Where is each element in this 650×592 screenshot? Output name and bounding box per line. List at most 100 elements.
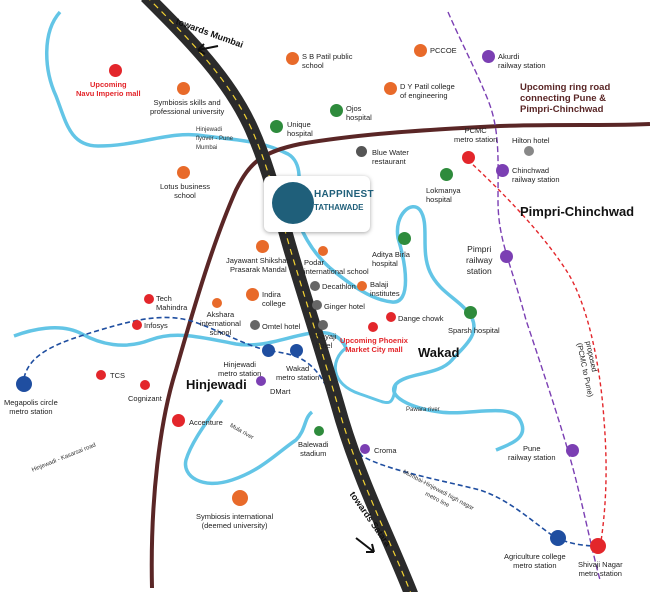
label-omtel: Omtel hotel (262, 322, 301, 331)
store-icon[interactable] (310, 281, 320, 291)
education-icon[interactable] (246, 288, 259, 301)
education-icon[interactable] (232, 490, 248, 506)
education-icon[interactable] (177, 82, 190, 95)
office-icon[interactable] (140, 380, 150, 390)
label-infosys: Infosys (144, 321, 168, 330)
education-icon[interactable] (318, 246, 328, 256)
education-icon[interactable] (177, 166, 190, 179)
metro-line-blue (23, 316, 603, 547)
river-top (45, 10, 301, 203)
office-icon[interactable] (172, 414, 185, 427)
metro-icon[interactable] (16, 376, 32, 392)
metro-icon[interactable] (550, 530, 566, 546)
stadium-icon[interactable] (314, 426, 324, 436)
office-icon[interactable] (96, 370, 106, 380)
label-hilton: Hilton hotel (512, 136, 550, 145)
mall-icon[interactable] (109, 64, 122, 77)
hotel-icon[interactable] (312, 300, 322, 310)
mall-icon[interactable] (368, 322, 378, 332)
river-pawara (333, 346, 398, 404)
hospital-icon[interactable] (464, 306, 477, 319)
river-main (290, 201, 525, 452)
hotel-icon[interactable] (250, 320, 260, 330)
ring-road-label: Upcoming ring road connecting Pune & Pim… (520, 82, 611, 115)
hospital-icon[interactable] (270, 120, 283, 133)
label-croma: Croma (374, 446, 397, 455)
hotel-icon[interactable] (318, 320, 328, 330)
train-icon[interactable] (482, 50, 495, 63)
education-icon[interactable] (384, 82, 397, 95)
area-wakad: Wakad (418, 345, 460, 360)
education-icon[interactable] (357, 281, 367, 291)
label-pccoe: PCCOE (430, 46, 457, 55)
metro-icon[interactable] (290, 344, 303, 357)
label-dange: Dange chowk (398, 314, 444, 323)
label-sparsh: Sparsh hospital (448, 326, 500, 335)
office-icon[interactable] (132, 320, 142, 330)
hospital-icon[interactable] (330, 104, 343, 117)
ring-road (149, 122, 650, 589)
metro-icon[interactable] (590, 538, 606, 554)
highway-center-line (149, 0, 412, 592)
arrow-satara-icon (355, 537, 375, 553)
restaurant-icon[interactable] (356, 146, 367, 157)
pawara-river-label: Pawara river (406, 407, 440, 413)
label-dmart: DMart (270, 387, 291, 396)
metro-line-purple (447, 11, 601, 581)
arrow-mumbai-icon (197, 43, 219, 55)
train-icon[interactable] (496, 164, 509, 177)
education-icon[interactable] (256, 240, 269, 253)
river-mula (183, 399, 314, 486)
project-logo[interactable]: HAPPINEST TATHAWADE (264, 176, 374, 232)
education-icon[interactable] (286, 52, 299, 65)
education-icon[interactable] (212, 298, 222, 308)
label-decathlon: Decathlon (322, 282, 356, 291)
metro-icon[interactable] (462, 151, 475, 164)
label-tcs: TCS (110, 371, 125, 380)
store-icon[interactable] (256, 376, 266, 386)
metro-line-red (467, 159, 607, 549)
office-icon[interactable] (144, 294, 154, 304)
metro-icon[interactable] (262, 344, 275, 357)
hospital-icon[interactable] (440, 168, 453, 181)
hotel-icon[interactable] (524, 146, 534, 156)
location-pin-icon[interactable] (386, 312, 396, 322)
education-icon[interactable] (414, 44, 427, 57)
train-icon[interactable] (566, 444, 579, 457)
logo-emblem-icon (272, 182, 314, 224)
area-pimpri-chinchwad: Pimpri-Chinchwad (520, 204, 635, 219)
area-hinjewadi: Hinjewadi (186, 377, 247, 392)
store-icon[interactable] (360, 444, 370, 454)
label-cognizant: Cognizant (128, 394, 162, 403)
label-ginger: Ginger hotel (324, 302, 365, 311)
label-symbiosis-intl: Symbiosis international(deemed universit… (196, 512, 274, 530)
train-icon[interactable] (500, 250, 513, 263)
hospital-icon[interactable] (398, 232, 411, 245)
